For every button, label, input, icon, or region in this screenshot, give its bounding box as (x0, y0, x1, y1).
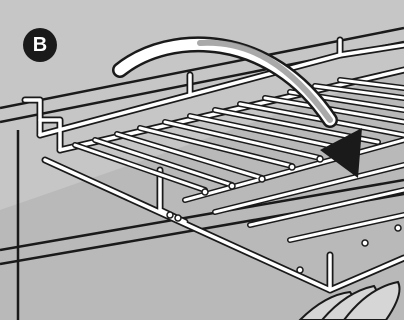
step-badge: B (23, 28, 57, 62)
